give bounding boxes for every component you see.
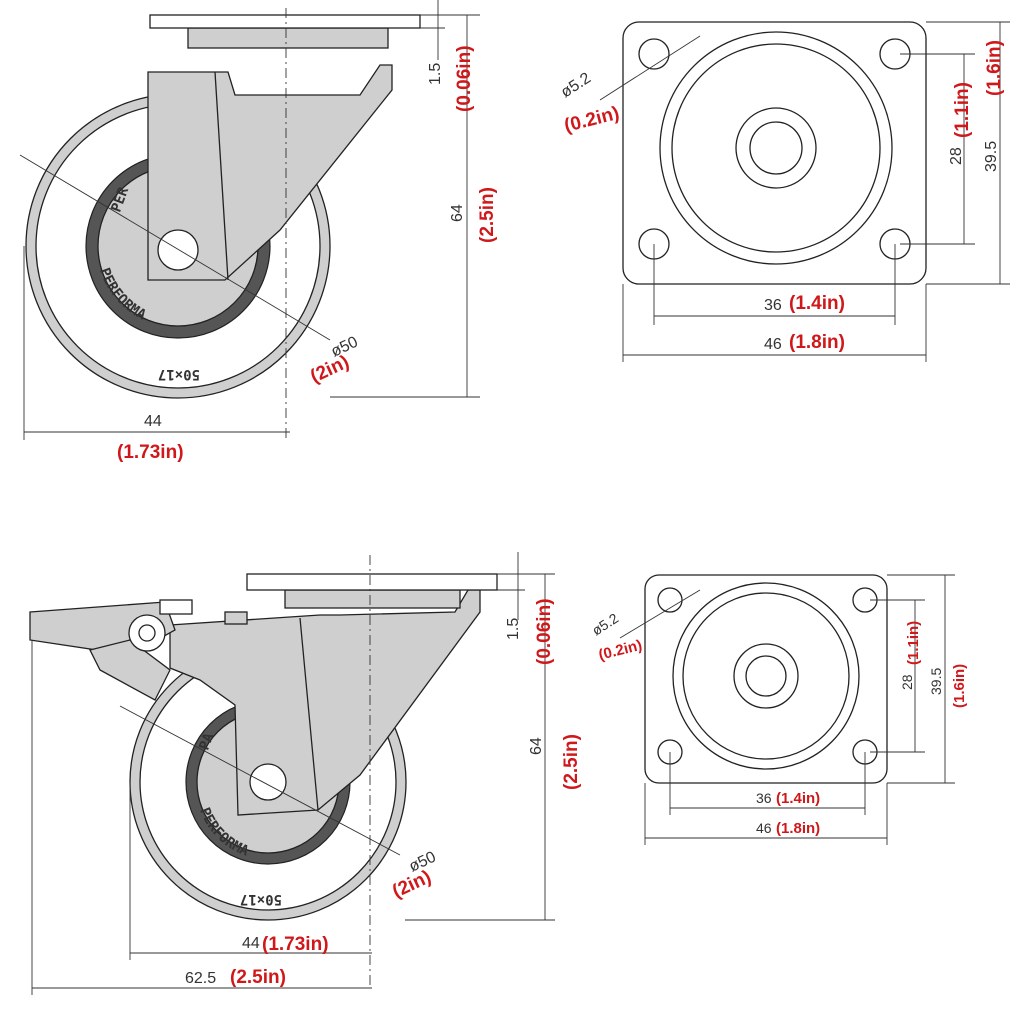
top-plate-side-b	[246, 573, 498, 591]
plate-thickness-label: 1.5	[427, 63, 444, 85]
brake-pivot-pin	[138, 624, 156, 642]
plate-v-label: 39.5	[983, 141, 1000, 172]
width-label: 44	[144, 413, 162, 430]
brake-spring	[224, 611, 248, 625]
hole-v-inch-b: (1.1in)	[905, 621, 922, 665]
plate-view-swivel: ø5.2 (0.2in) 28 (1.1in) 39.5 (1.6in) 36 …	[558, 21, 1010, 362]
plate-thickness-label-b: 1.5	[505, 618, 522, 640]
wheel-diameter-inch: (2in)	[307, 352, 352, 388]
plate-v-inch-b: (1.6in)	[951, 664, 968, 708]
wheel-diameter-inch-b: (2in)	[389, 867, 434, 903]
tire-size-text: 50×17	[158, 366, 200, 382]
hole-dia-leader	[599, 35, 701, 101]
plate-v-inch: (1.6in)	[984, 40, 1005, 96]
hole-dia-label-b: ø5.2	[589, 610, 621, 639]
swivel-housing-b	[284, 589, 461, 609]
hole-dia-leader-b	[619, 589, 701, 639]
hole-h-inch: (1.4in)	[789, 293, 845, 314]
fork-bracket	[147, 64, 393, 281]
plate-thickness-inch: (0.06in)	[454, 45, 475, 112]
swivel-housing	[187, 27, 389, 49]
side-view-swivel: PERFORMA 50×17 PER 1.5 (0.06in) 64 (2.5i…	[19, 0, 498, 463]
bolt-hole-tl-b	[657, 587, 683, 613]
width-label-b: 44	[242, 935, 260, 952]
fork-bracket-b	[169, 589, 481, 816]
plate-thickness-inch-b: (0.06in)	[534, 598, 555, 665]
hole-v-label: 28	[948, 147, 965, 165]
center-boss-inner	[749, 121, 803, 175]
hole-h-label-b: 36	[756, 790, 772, 806]
height-inch-b: (2.5in)	[561, 734, 582, 790]
hole-dia-inch-b: (0.2in)	[597, 637, 644, 664]
hole-h-label: 36	[764, 297, 782, 314]
height-label-b: 64	[528, 737, 545, 755]
plate-h-inch-b: (1.8in)	[776, 820, 820, 837]
brake-arm	[89, 639, 171, 701]
overall-label: 62.5	[185, 970, 216, 987]
axle	[157, 229, 199, 271]
axle-b	[249, 763, 287, 801]
overall-inch: (2.5in)	[230, 967, 286, 988]
top-plate-side	[149, 14, 421, 29]
plate-h-label: 46	[764, 336, 782, 353]
tire-size-text-b: 50×17	[240, 891, 282, 907]
plate-h-inch: (1.8in)	[789, 332, 845, 353]
center-boss-inner-b	[745, 655, 787, 697]
hole-v-inch: (1.1in)	[952, 82, 973, 138]
height-label: 64	[449, 204, 466, 222]
fork-edge-b	[299, 617, 319, 811]
plate-h-label-b: 46	[756, 820, 772, 836]
bolt-hole-tl	[638, 38, 670, 70]
wheel-diameter-leader	[19, 154, 331, 341]
fork-edge	[214, 71, 229, 281]
side-view-brake: PERFORMA 50×17 PA 1.5 (0.06in)	[29, 552, 582, 995]
hole-dia-inch: (0.2in)	[562, 103, 621, 137]
plate-v-label-b: 39.5	[928, 668, 944, 695]
plate-view-brake: ø5.2 (0.2in) 28 (1.1in) 39.5 (1.6in) 36 …	[589, 574, 968, 845]
height-inch: (2.5in)	[477, 187, 498, 243]
wheel-diameter-leader-b	[119, 705, 401, 856]
hole-h-inch-b: (1.4in)	[776, 790, 820, 807]
width-inch: (1.73in)	[117, 442, 184, 463]
tire-brand-fragment-b: PA	[196, 731, 217, 753]
brake-tab	[159, 599, 193, 615]
hole-dia-label: ø5.2	[558, 70, 594, 102]
width-inch-b: (1.73in)	[262, 934, 329, 955]
hole-v-label-b: 28	[899, 674, 915, 690]
